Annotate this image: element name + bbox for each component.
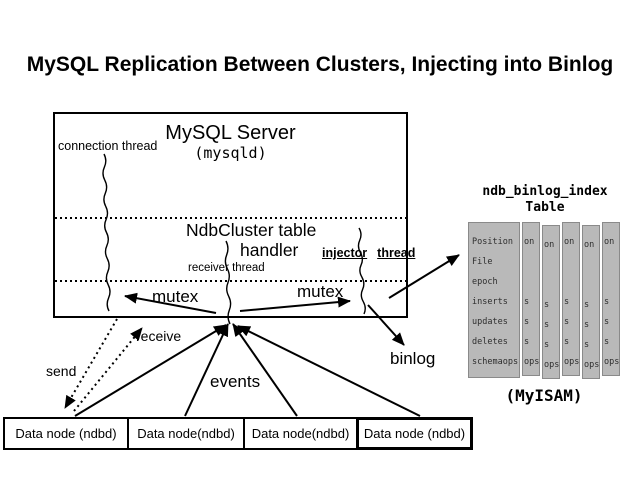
page-title: MySQL Replication Between Clusters, Inje… xyxy=(26,53,614,76)
table-record-cell xyxy=(583,255,599,275)
events-label: events xyxy=(210,372,261,391)
ndbcluster-handler-line2: handler xyxy=(240,240,299,260)
table-row-label: inserts xyxy=(472,297,508,307)
table-record-cell: s xyxy=(524,337,530,347)
data-node-box-1: Data node (ndbd) xyxy=(3,417,129,450)
binlog-index-table-subtitle: Table xyxy=(525,200,565,215)
mutex-left-label: mutex xyxy=(152,287,199,306)
table-record-cell: ops xyxy=(564,357,579,367)
data-node-label: Data node(ndbd) xyxy=(137,426,235,441)
injector-thread-label: injector thread xyxy=(322,246,415,260)
table-record-cell xyxy=(543,275,559,295)
binlog-label: binlog xyxy=(390,349,436,368)
mutex-right-label: mutex xyxy=(297,282,344,301)
injector-word: injector xyxy=(322,246,368,260)
table-record-cell xyxy=(523,252,539,272)
data-node-box-2: Data node(ndbd) xyxy=(127,417,245,450)
send-label: send xyxy=(46,363,77,379)
ndbcluster-handler-line1: NdbCluster table xyxy=(186,220,317,240)
table-record-cell xyxy=(603,272,619,292)
table-row-label: File xyxy=(472,257,493,267)
receiver-thread-label: receiver thread xyxy=(188,262,265,274)
table-record-cell: s xyxy=(604,317,610,327)
table-record-cell: s xyxy=(584,300,590,310)
table-record-cell: on xyxy=(584,240,595,250)
connection-thread-label: connection thread xyxy=(58,139,158,153)
binlog-index-table-title: ndb_binlog_index xyxy=(482,184,608,199)
table-record-cell xyxy=(563,252,579,272)
table-record-cell: ops xyxy=(604,357,619,367)
events-arrow-node2 xyxy=(184,323,229,417)
storage-engine-label: (MyISAM) xyxy=(505,386,583,405)
table-record-cell xyxy=(603,252,619,272)
table-row-label: schemaops xyxy=(472,357,519,367)
table-record-cell xyxy=(563,272,579,292)
table-record-cell: on xyxy=(604,237,615,247)
table-record-cell: s xyxy=(544,340,550,350)
table-record-cell: s xyxy=(544,300,550,310)
table-row-label: updates xyxy=(472,317,508,327)
injector-thread-word: thread xyxy=(377,246,416,260)
table-record-cell: s xyxy=(564,337,570,347)
table-record-cell: s xyxy=(584,320,590,330)
table-row-label: epoch xyxy=(472,277,498,287)
table-record-cell: s xyxy=(544,320,550,330)
table-record-cell xyxy=(583,275,599,295)
table-record-cell: s xyxy=(604,337,610,347)
table-record-cell xyxy=(543,255,559,275)
table-record-cell: ops xyxy=(584,360,599,370)
data-node-box-4: Data node (ndbd) xyxy=(356,417,473,450)
table-record-cell: s xyxy=(564,297,570,307)
table-record-cell: s xyxy=(524,297,530,307)
table-record-cell: s xyxy=(584,340,590,350)
table-record-cell: on xyxy=(544,240,555,250)
table-record-cell xyxy=(523,272,539,292)
events-arrow-node4 xyxy=(237,325,421,417)
table-record-cell: ops xyxy=(544,360,559,370)
data-node-box-3: Data node(ndbd) xyxy=(243,417,358,450)
table-record-cell: ops xyxy=(524,357,539,367)
table-record-cell: s xyxy=(604,297,610,307)
table-record-cell: s xyxy=(524,317,530,327)
receive-label: receive xyxy=(136,328,182,344)
events-arrow-node3 xyxy=(232,323,298,417)
table-row-label: Position xyxy=(472,237,513,247)
mysql-server-title: MySQL Server xyxy=(165,122,296,144)
data-node-label: Data node (ndbd) xyxy=(15,426,117,441)
table-record-cell: on xyxy=(564,237,575,247)
data-node-label: Data node(ndbd) xyxy=(251,426,350,441)
data-node-label: Data node (ndbd) xyxy=(363,426,466,441)
mysqld-process-label: (mysqld) xyxy=(194,144,267,162)
table-record-cell: on xyxy=(524,237,535,247)
table-record-cell: s xyxy=(564,317,570,327)
receive-arrow xyxy=(73,327,143,412)
table-row-label: deletes xyxy=(472,337,508,347)
